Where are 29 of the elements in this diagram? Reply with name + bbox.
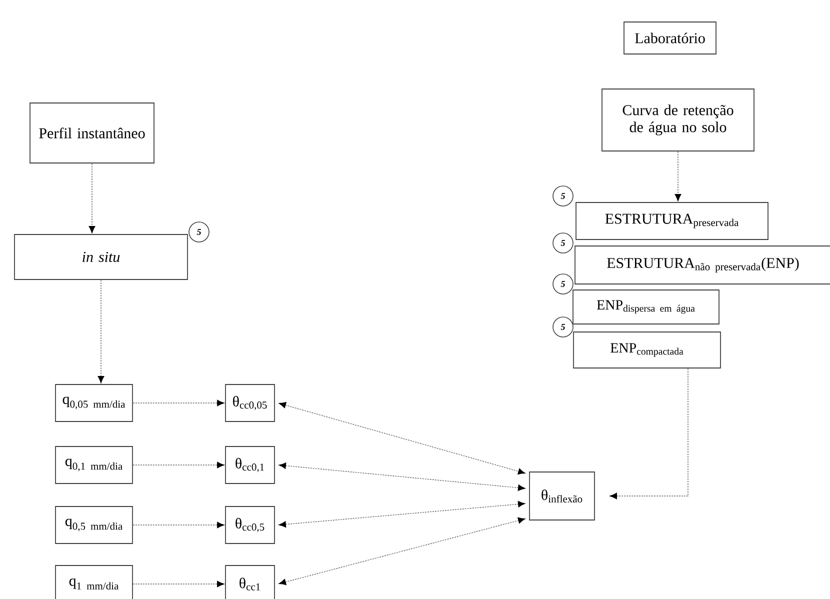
process-box: $\text{ESTRUTURA}_{\text{preservada}}$ <box>576 202 768 240</box>
process-box: $\text{ENP}_{\text{compactada}}$ <box>573 332 721 368</box>
arrow <box>88 163 96 234</box>
process-box: Curva de retenção de água no solo <box>602 88 754 152</box>
process-box: $\text{θ}_{\text{cc0,05}}$ <box>225 384 275 422</box>
process-box: $\text{ENP}_{\text{dispersa em água}}$ <box>572 290 720 324</box>
arrow <box>278 462 526 491</box>
arrow <box>610 368 688 500</box>
process-box: Perfil instantâneo <box>30 102 154 164</box>
process-box: $\text{ESTRUTURA}_{\text{não preservada}}\text{(ENP)}$ <box>574 246 830 284</box>
arrow <box>278 402 526 474</box>
process-box: $\text{θ}_{\text{cc0,1}}$ <box>225 446 275 484</box>
arrow <box>132 400 224 406</box>
process-box: $\text{q}_{\text{0,5 mm/dia}}$ <box>55 506 133 544</box>
process-box: Laboratório <box>624 22 716 54</box>
arrow <box>132 580 224 588</box>
process-box: $\text{θ}_{\text{cc1}}$ <box>225 565 275 599</box>
process-box: in situ <box>14 234 188 280</box>
process-box: $\text{θ}_{\text{inflexão}}$ <box>529 472 595 520</box>
arrow <box>98 280 104 384</box>
process-box: $\text{θ}_{\text{cc0,5}}$ <box>225 506 275 544</box>
arrow <box>132 462 224 468</box>
arrow <box>278 500 526 528</box>
process-box: $\text{q}_{\text{0,1 mm/dia}}$ <box>55 446 133 484</box>
arrow <box>278 517 526 586</box>
arrow <box>132 522 224 528</box>
arrow <box>674 151 682 202</box>
process-box: $\text{q}_{\text{0,05 mm/dia}}$ <box>55 384 133 422</box>
process-box: $\text{q}_{\text{1 mm/dia}}$ <box>55 565 133 599</box>
